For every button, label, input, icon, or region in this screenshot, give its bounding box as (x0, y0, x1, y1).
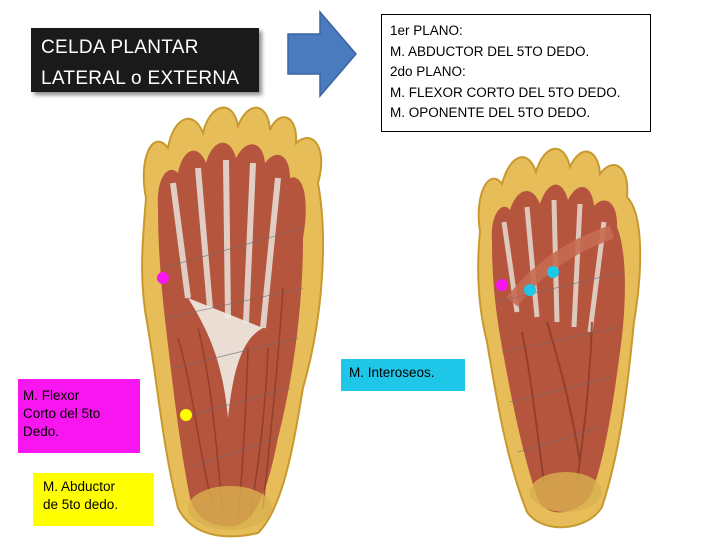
info-line-1: 1er PLANO: (390, 23, 463, 38)
abductor-marker-dot (180, 409, 192, 421)
title-box: CELDA PLANTAR LATERAL o EXTERNA (31, 28, 259, 92)
title-line-2: LATERAL o EXTERNA (41, 68, 240, 89)
flexor-marker-dot (157, 272, 169, 284)
info-box: 1er PLANO: M. ABDUCTOR DEL 5TO DEDO. 2do… (381, 14, 651, 132)
flexor-marker-dot-right (496, 279, 508, 291)
interoseos-label: M. Interoseos. (341, 359, 465, 391)
title-line-1: CELDA PLANTAR (41, 37, 199, 58)
right-foot-illustration (477, 147, 642, 529)
abductor-line-1: M. Abductor (43, 479, 116, 494)
left-foot-illustration (141, 106, 324, 538)
interoseos-text: M. Interoseos. (349, 365, 435, 380)
interoseos-marker-dot-1 (547, 266, 559, 278)
abductor-label: M. Abductor de 5to dedo. (33, 473, 154, 526)
info-line-5: M. OPONENTE DEL 5TO DEDO. (390, 105, 591, 120)
info-line-3: 2do PLANO: (390, 64, 466, 79)
flexor-line-2: Corto del 5to (23, 406, 101, 421)
flexor-line-1: M. Flexor (23, 388, 80, 403)
abductor-line-2: de 5to dedo. (43, 497, 119, 512)
right-arrow-icon (287, 10, 357, 98)
flexor-line-3: Dedo. (23, 424, 60, 439)
info-line-2: M. ABDUCTOR DEL 5TO DEDO. (390, 43, 590, 59)
info-line-4: M. FLEXOR CORTO DEL 5TO DEDO. (390, 84, 621, 100)
interoseos-marker-dot-2 (524, 284, 536, 296)
flexor-label: M. Flexor Corto del 5to Dedo. (18, 379, 140, 453)
